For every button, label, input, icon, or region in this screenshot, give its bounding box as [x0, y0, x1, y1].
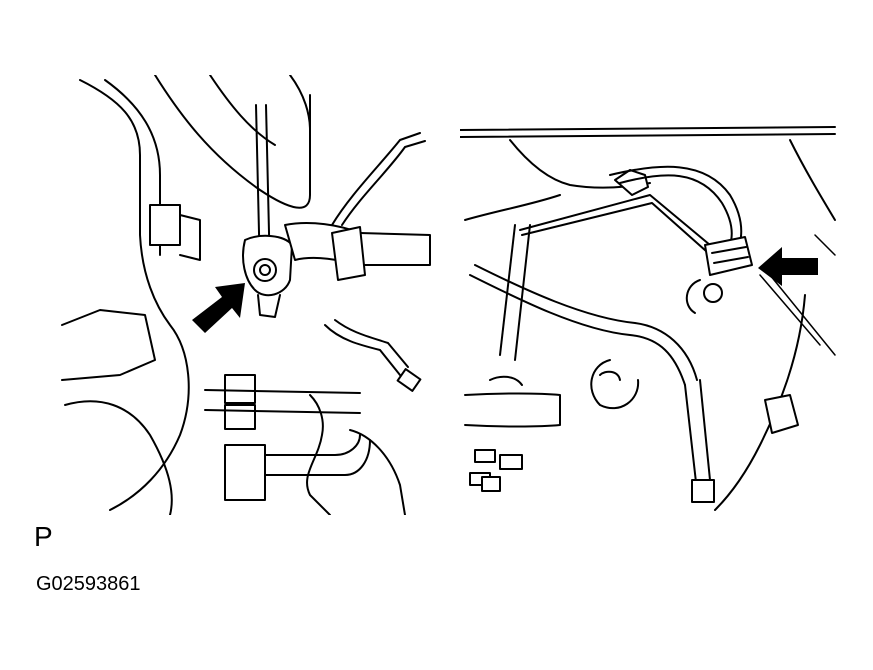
right-illustration-drawing	[460, 126, 836, 511]
figure-id-label: G02593861	[36, 573, 141, 595]
view-code-label: P	[34, 521, 53, 552]
left-illustration-drawing	[61, 75, 431, 515]
pointer-arrow-icon	[192, 283, 245, 333]
right-illustration	[460, 125, 840, 520]
left-illustration	[60, 75, 440, 515]
pointer-arrow-icon	[758, 247, 818, 286]
